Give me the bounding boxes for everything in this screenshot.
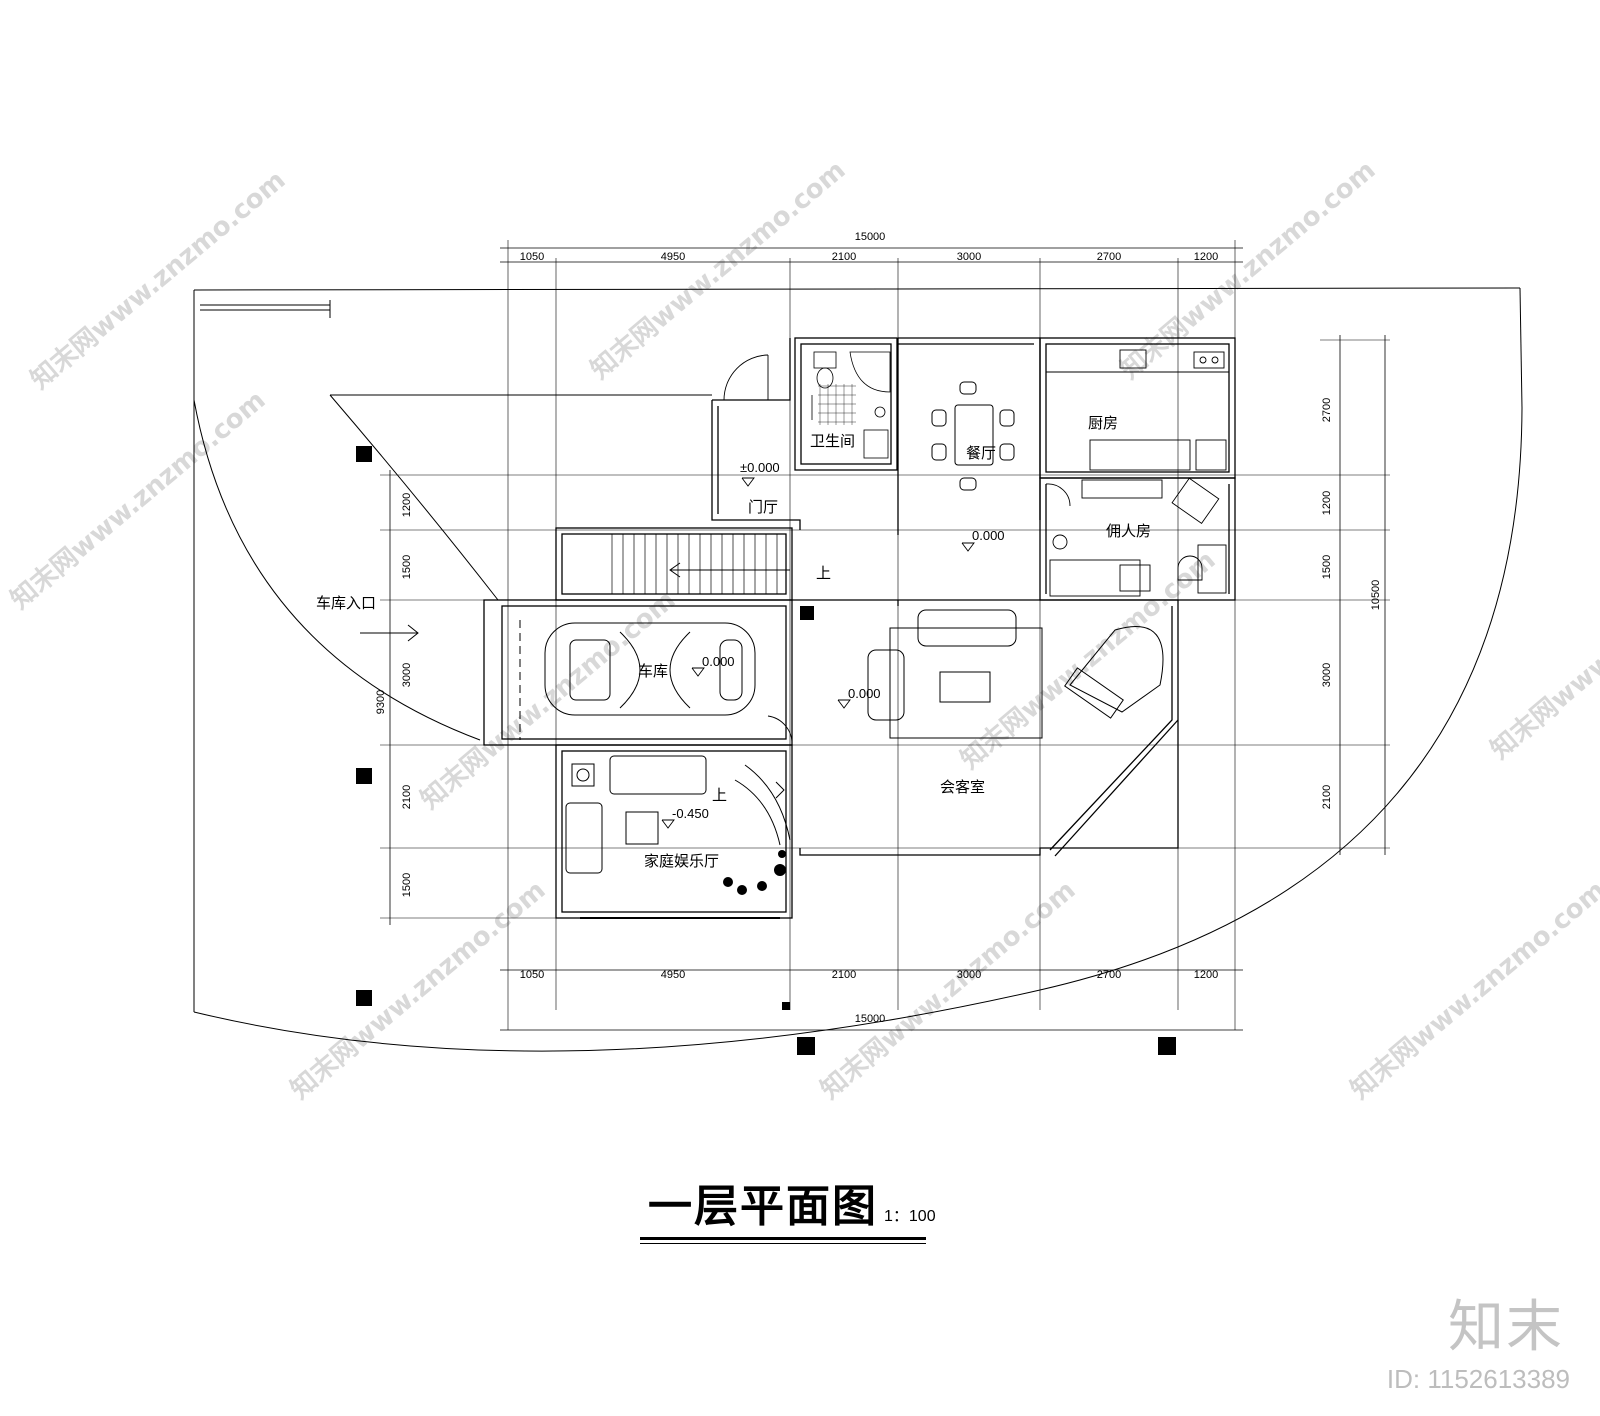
title-underline-thin [640, 1243, 926, 1244]
room-label-bathroom: 卫生间 [810, 432, 855, 450]
room-label-garage: 车库 [638, 662, 668, 680]
plan-scale: 1：100 [884, 1208, 936, 1225]
dim-left-seg: 1500 [401, 555, 413, 579]
bathroom-fixtures [811, 351, 891, 459]
room-label-family: 家庭娱乐厅 [644, 852, 719, 870]
kitchen-counter [1046, 349, 1229, 471]
drawing-title: 一层平面图 1：100 [648, 1170, 936, 1234]
columns [356, 446, 1176, 1055]
dim-top-seg: 1200 [1194, 251, 1218, 263]
stair-arrow [669, 562, 790, 578]
label-ramp-up: 上 [712, 786, 727, 804]
image-id: ID: 1152613389 [1386, 1364, 1570, 1394]
dim-left-seg: 3000 [401, 663, 413, 687]
watermark-text: 知末网www.znzmo.com [5, 385, 271, 615]
dim-top-seg: 2700 [1097, 251, 1121, 263]
dim-bottom-total: 15000 [855, 1013, 886, 1025]
dining-table [931, 381, 1015, 491]
room-label-servant: 佣人房 [1106, 522, 1151, 540]
walls [483, 337, 1236, 919]
dim-top-seg: 4950 [661, 251, 685, 263]
door-swings [723, 354, 1071, 746]
dim-top-seg: 1050 [520, 251, 544, 263]
dim-right-seg: 2700 [1321, 398, 1333, 422]
watermark-text: 知末网www.znzmo.com [1115, 155, 1381, 385]
dim-right-seg: 1500 [1321, 555, 1333, 579]
entry-arrows [360, 624, 785, 799]
level-texts: ±0.000 0.000 0.000 0.000 -0.450 [672, 460, 1005, 821]
dim-left-total: 9300 [375, 690, 387, 714]
servant-furniture [1049, 477, 1227, 597]
label-stair-up: 上 [816, 564, 831, 582]
room-label-living: 会客室 [940, 778, 985, 796]
watermark-text: 知末网www.znzmo.com [1485, 535, 1600, 765]
dim-bottom-seg: 1200 [1194, 969, 1218, 981]
watermark-text: 知末网www.znzmo.com [415, 585, 681, 815]
room-label-foyer: 门厅 [748, 498, 778, 516]
level-family: -0.450 [672, 806, 709, 821]
plants [723, 850, 786, 895]
level-foyer: ±0.000 [740, 460, 780, 475]
dimension-texts: 15000 1050 4950 2100 3000 2700 1200 1050… [375, 231, 1382, 1025]
dim-left-seg: 2100 [401, 785, 413, 809]
watermark-text: 知末网www.znzmo.com [25, 165, 291, 395]
label-garage-entry: 车库入口 [316, 594, 376, 612]
dim-right-total: 10500 [1370, 580, 1382, 611]
watermark-text: 知末网www.znzmo.com [585, 155, 851, 385]
family-furniture [565, 755, 791, 874]
level-servant-hall: 0.000 [972, 528, 1005, 543]
title-underline [640, 1237, 926, 1240]
dimension-lines [389, 247, 1386, 1031]
watermark-text: 知末网www.znzmo.com [1345, 875, 1600, 1105]
dim-bottom-seg: 3000 [957, 969, 981, 981]
dim-bottom-seg: 2100 [832, 969, 856, 981]
dim-left-seg: 1500 [401, 873, 413, 897]
bathroom-tile [818, 384, 856, 425]
dim-top-total: 15000 [855, 231, 886, 243]
car [519, 620, 756, 740]
dim-right-seg: 1200 [1321, 491, 1333, 515]
level-markers [661, 477, 975, 829]
dim-left-seg: 1200 [401, 493, 413, 517]
brand-logo: 知末 [1448, 1295, 1564, 1360]
stair-treads [611, 534, 778, 594]
watermark-text: 知末网www.znzmo.com [815, 875, 1081, 1105]
dim-top-seg: 2100 [832, 251, 856, 263]
room-label-dining: 餐厅 [966, 444, 996, 462]
level-living: 0.000 [848, 686, 881, 701]
dim-bottom-seg: 4950 [661, 969, 685, 981]
watermark-text: 知末网www.znzmo.com [285, 875, 551, 1105]
living-furniture [867, 609, 1164, 739]
dim-bottom-seg: 1050 [520, 969, 544, 981]
dim-right-seg: 2100 [1321, 785, 1333, 809]
level-garage: 0.000 [702, 654, 735, 669]
dim-bottom-seg: 2700 [1097, 969, 1121, 981]
room-label-kitchen: 厨房 [1088, 414, 1118, 432]
plan-title: 一层平面图 [648, 1181, 878, 1232]
dim-right-seg: 3000 [1321, 663, 1333, 687]
dim-top-seg: 3000 [957, 251, 981, 263]
room-labels: 卫生间 餐厅 厨房 门厅 佣人房 车库 会客室 家庭娱乐厅 车库入口 上 上 [316, 414, 1151, 870]
